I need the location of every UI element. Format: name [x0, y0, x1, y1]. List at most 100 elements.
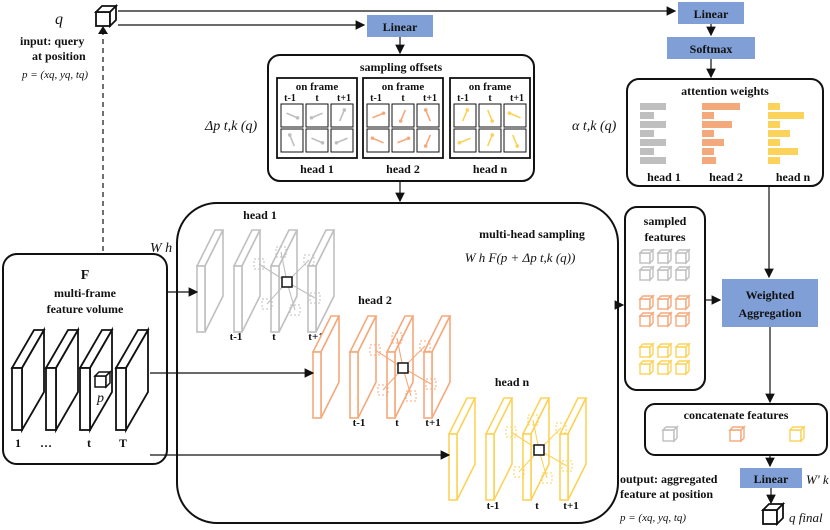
- attention-bar: [702, 121, 732, 128]
- offset-arrow: [338, 109, 346, 122]
- offset-arrow: [424, 134, 432, 147]
- sampling-point: [541, 472, 553, 484]
- feature-cube-icon: [674, 311, 691, 328]
- attention-bar: [640, 112, 654, 119]
- query-symbol: q: [55, 11, 63, 28]
- offset-arrow: [399, 109, 407, 122]
- attention-bar: [768, 148, 798, 155]
- offset-head-label-3: head n: [473, 162, 508, 176]
- offset-arrow: [311, 112, 323, 119]
- attention-bar: [640, 139, 666, 146]
- feature-cube-icon: [674, 248, 691, 265]
- offset-on-frame-label: on frame: [296, 81, 339, 93]
- query-position: p = (xq, yq, tq): [21, 69, 88, 81]
- attention-bar: [768, 157, 780, 164]
- position-cube-icon: [93, 370, 112, 389]
- reference-point-cube-icon: [281, 276, 293, 288]
- attention-bar: [702, 139, 724, 146]
- mh-frame-label: t+1: [425, 417, 440, 429]
- offset-arrow: [461, 109, 469, 122]
- mh-head-label-1: head 1: [243, 208, 277, 222]
- offset-arrow: [509, 112, 521, 119]
- offset-frame-label: t+1: [423, 93, 437, 104]
- attention-bar: [768, 112, 804, 119]
- attention-bar: [768, 103, 780, 110]
- offset-arrow: [486, 134, 494, 147]
- multi-head-title: multi-head sampling: [479, 227, 585, 241]
- attention-bar: [702, 157, 716, 164]
- feature-cube-icon: [674, 294, 691, 311]
- mh-frame-label: t+1: [563, 500, 578, 512]
- mh-frame-label: t-1: [230, 331, 243, 343]
- head-plane: [307, 265, 317, 333]
- linear-right-label: Linear: [694, 7, 729, 21]
- attention-symbol: α t,k (q): [572, 119, 617, 134]
- feature-cube-icon: [661, 425, 679, 443]
- wh-symbol: W h: [150, 241, 172, 256]
- attention-bar: [702, 112, 714, 119]
- frame-plane: [79, 367, 91, 431]
- sampling-point: [309, 292, 321, 304]
- feature-cube-icon: [638, 248, 655, 265]
- feature-cube-icon: [638, 294, 655, 311]
- fv-axis-T: T: [119, 436, 127, 450]
- sampling-point: [425, 378, 437, 390]
- attention-bar: [768, 121, 780, 128]
- head-plane: [485, 433, 495, 501]
- linear-output-box: [740, 468, 802, 488]
- offset-frame-label: t-1: [457, 93, 469, 104]
- frame-plane: [45, 367, 57, 431]
- fv-axis-1: 1: [15, 436, 21, 450]
- sampling-point: [391, 332, 403, 344]
- frame-plane: [11, 367, 23, 431]
- mh-frame-label: t: [535, 500, 539, 512]
- head-plane: [423, 351, 433, 419]
- offset-arrow: [459, 137, 471, 144]
- att-headn-label: head n: [776, 170, 811, 184]
- sampling-point: [505, 426, 517, 438]
- sampling-point: [513, 466, 525, 478]
- feature-cube-icon: [674, 359, 691, 376]
- offset-arrow: [372, 137, 384, 144]
- query-cube-icon: [93, 3, 119, 29]
- sampling-offsets-title: sampling offsets: [360, 60, 443, 74]
- feature-cube-icon: [656, 311, 673, 328]
- output-cube-icon: [760, 501, 786, 527]
- sampling-point: [253, 258, 265, 270]
- query-label-line2: at position: [32, 49, 86, 63]
- offset-on-frame-label: on frame: [382, 81, 425, 93]
- mh-head-label-3: head n: [495, 375, 530, 389]
- attention-bar: [768, 130, 790, 137]
- offset-frame-label: t: [488, 93, 492, 104]
- sampling-point: [369, 344, 381, 356]
- attention-bar: [640, 157, 666, 164]
- attention-bar: [702, 103, 740, 110]
- feature-cube-icon: [638, 359, 655, 376]
- feature-cube-icon: [728, 425, 746, 443]
- sampling-point: [527, 414, 539, 426]
- sampling-point: [419, 340, 431, 352]
- sampling-point: [261, 298, 273, 310]
- output-line2: feature at position: [620, 487, 713, 501]
- feature-volume-symbol: F: [81, 268, 90, 283]
- feature-volume-line1: multi-frame: [54, 286, 117, 300]
- sampling-point: [289, 304, 301, 316]
- offset-frame-label: t-1: [370, 93, 382, 104]
- offset-arrow: [311, 137, 323, 144]
- offset-arrow: [286, 112, 298, 119]
- attention-bar: [768, 139, 780, 146]
- feature-cube-icon: [656, 294, 673, 311]
- multi-head-formula: W h F(p + Δp t,k (q)): [465, 250, 576, 265]
- sampling-point: [303, 254, 315, 266]
- fv-axis-t: t: [87, 436, 91, 450]
- att-head2-label: head 2: [709, 170, 743, 184]
- query-label-line1: input: query: [20, 34, 84, 48]
- sampling-point: [561, 460, 573, 472]
- concatenate-label: concatenate features: [684, 408, 789, 422]
- head-plane: [559, 433, 569, 501]
- feature-cube-icon: [788, 425, 806, 443]
- linear-top-box: [367, 15, 433, 37]
- reference-point-cube-icon: [533, 444, 545, 456]
- offset-frame-label: t+1: [337, 93, 351, 104]
